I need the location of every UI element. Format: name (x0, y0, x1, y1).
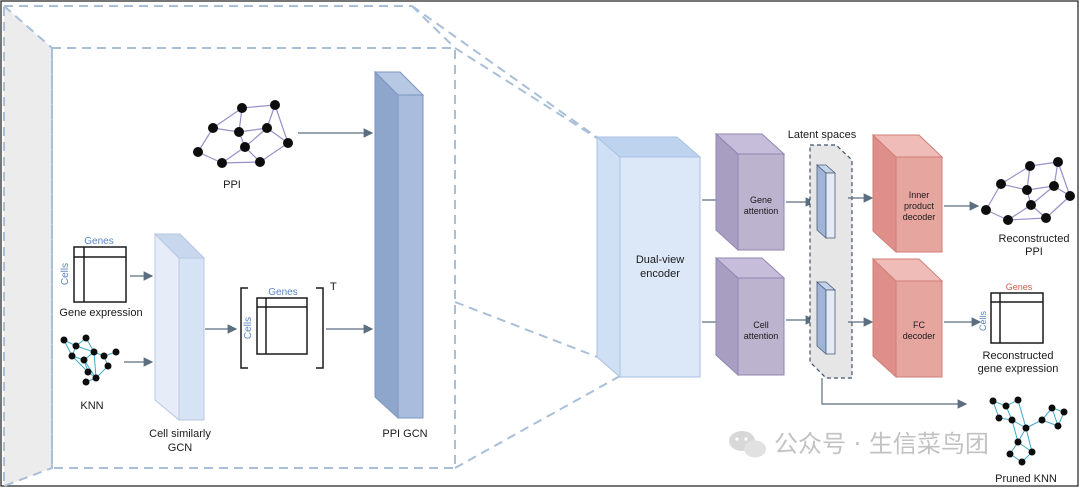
inner-decoder-label-3: decoder (903, 212, 936, 222)
watermark-text: 公众号 · 生信菜鸟团 (774, 430, 989, 458)
pruned-knn-graph (989, 396, 1068, 466)
latent-to-pruned-knn-arrow (821, 378, 968, 409)
watermark (729, 431, 766, 458)
zoom-box (3, 3, 621, 488)
ppi-label: PPI (223, 179, 241, 191)
transpose-superscript: T (330, 281, 337, 293)
recon-cells-label: Cells (978, 311, 988, 332)
recon-gene-label-2: gene expression (978, 363, 1059, 375)
dual-view-encoder (595, 135, 702, 379)
knn-label: KNN (80, 400, 103, 412)
gene-attention-block (714, 132, 786, 252)
gene-attention-label-2: attention (744, 206, 779, 216)
recon-genes-label: Genes (1006, 282, 1033, 292)
latent-spaces-label: Latent spaces (788, 129, 857, 141)
transpose-genes-label: Genes (268, 287, 297, 298)
cell-gcn-label-1: Cell similarly (149, 428, 211, 440)
encoder-label-2: encoder (640, 268, 680, 280)
fc-decoder (871, 257, 944, 379)
transpose-cells-label: Cells (243, 317, 254, 339)
cell-attention-block (714, 256, 786, 377)
transpose-matrix (240, 287, 324, 369)
ppi-graph (193, 100, 293, 168)
knn-graph (60, 334, 120, 386)
ppi-gcn-block (373, 70, 425, 420)
cell-attention-label-1: Cell (753, 320, 769, 330)
recon-ppi-label-2: PPI (1025, 246, 1043, 258)
recon-gene-label-1: Reconstructed (983, 350, 1054, 362)
cells-label: Cells (60, 263, 71, 285)
fc-decoder-label-1: FC (913, 320, 925, 330)
gene-expression-caption: Gene expression (59, 307, 142, 319)
pruned-knn-label: Pruned KNN (995, 473, 1057, 485)
latent-spaces-box (809, 144, 853, 379)
fc-decoder-label-2: decoder (903, 331, 936, 341)
cell-gcn-label-2: GCN (168, 442, 193, 454)
reconstructed-gene-matrix (990, 292, 1044, 344)
gene-attention-label-1: Gene (750, 195, 772, 205)
cell-gcn-block (153, 232, 206, 422)
inner-decoder-label-2: product (904, 201, 935, 211)
inner-product-decoder (871, 133, 944, 254)
recon-ppi-label-1: Reconstructed (999, 233, 1070, 245)
ppi-gcn-label: PPI GCN (382, 428, 427, 440)
gene-expression-matrix (73, 246, 127, 303)
reconstructed-ppi-graph (981, 157, 1075, 225)
cell-attention-label-2: attention (744, 331, 779, 341)
encoder-label-1: Dual-view (636, 254, 684, 266)
genes-label: Genes (84, 236, 113, 247)
inner-decoder-label-1: Inner (909, 190, 930, 200)
